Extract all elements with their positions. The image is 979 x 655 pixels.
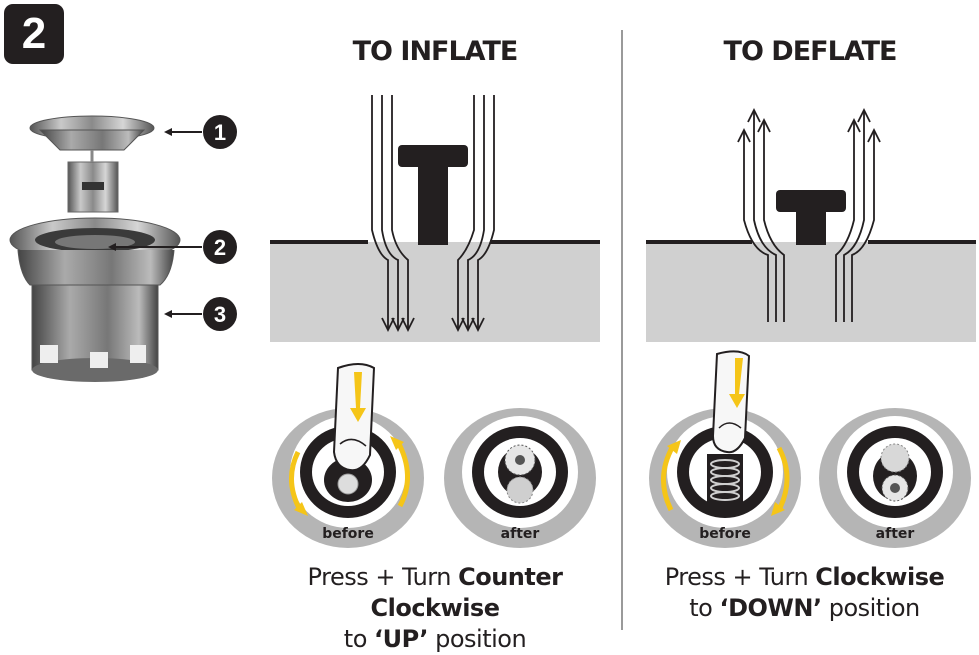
inflate-valve-stem xyxy=(398,145,468,245)
deflate-finger-press-icon xyxy=(711,350,751,454)
deflate-surface xyxy=(646,242,976,342)
finger-press-icon xyxy=(332,363,376,472)
inflate-after-label: after xyxy=(501,526,540,542)
deflate-caption-line2: to ‘DOWN’ position xyxy=(689,594,920,622)
svg-text:2: 2 xyxy=(214,235,226,260)
deflate-before-dial: before xyxy=(649,350,801,548)
deflate-rotate-arrows-icon xyxy=(660,440,790,516)
deflate-airflow-diagram xyxy=(646,107,976,342)
inflate-caption: Press + Turn Counter Clockwise to ‘UP’ p… xyxy=(240,562,630,655)
spring-icon xyxy=(710,459,740,501)
part-number-1: 1 xyxy=(203,115,237,149)
inflate-after-dial: after xyxy=(444,408,596,548)
deflate-caption-line1: Press + Turn Clockwise xyxy=(664,563,945,591)
part-number-3: 3 xyxy=(203,297,237,331)
deflate-before-label: before xyxy=(699,526,751,542)
deflate-heading: TO DEFLATE xyxy=(723,36,898,67)
inflate-airflow-diagram xyxy=(270,95,600,342)
airflow-arrows-icon xyxy=(371,95,495,333)
inflate-surface xyxy=(270,242,600,342)
section-divider xyxy=(621,30,623,630)
rotate-arrows-icon xyxy=(289,372,411,516)
deflate-valve-stem xyxy=(776,190,846,245)
airflow-arrows-up-icon xyxy=(737,107,881,322)
inflate-caption-line1: Press + Turn Counter Clockwise xyxy=(307,563,563,622)
inflate-before-dial: before xyxy=(272,363,424,548)
valve-part-3-base xyxy=(17,249,175,382)
part-number-2: 2 xyxy=(203,230,237,264)
deflate-after-label: after xyxy=(876,526,915,542)
inflate-before-label: before xyxy=(322,526,374,542)
inflate-caption-line2: to ‘UP’ position xyxy=(343,625,527,653)
deflate-caption: Press + Turn Clockwise to ‘DOWN’ positio… xyxy=(630,562,979,624)
svg-text:3: 3 xyxy=(214,302,226,327)
deflate-after-dial: after xyxy=(819,408,971,548)
step-number-badge: 2 xyxy=(4,4,64,64)
inflate-dials: before after xyxy=(272,363,596,548)
inflate-heading: TO INFLATE xyxy=(352,36,519,67)
valve-photo: 1 2 3 xyxy=(9,115,237,382)
valve-part-1-cap xyxy=(29,115,155,213)
svg-text:1: 1 xyxy=(214,120,226,145)
deflate-dials: before after xyxy=(649,350,971,548)
